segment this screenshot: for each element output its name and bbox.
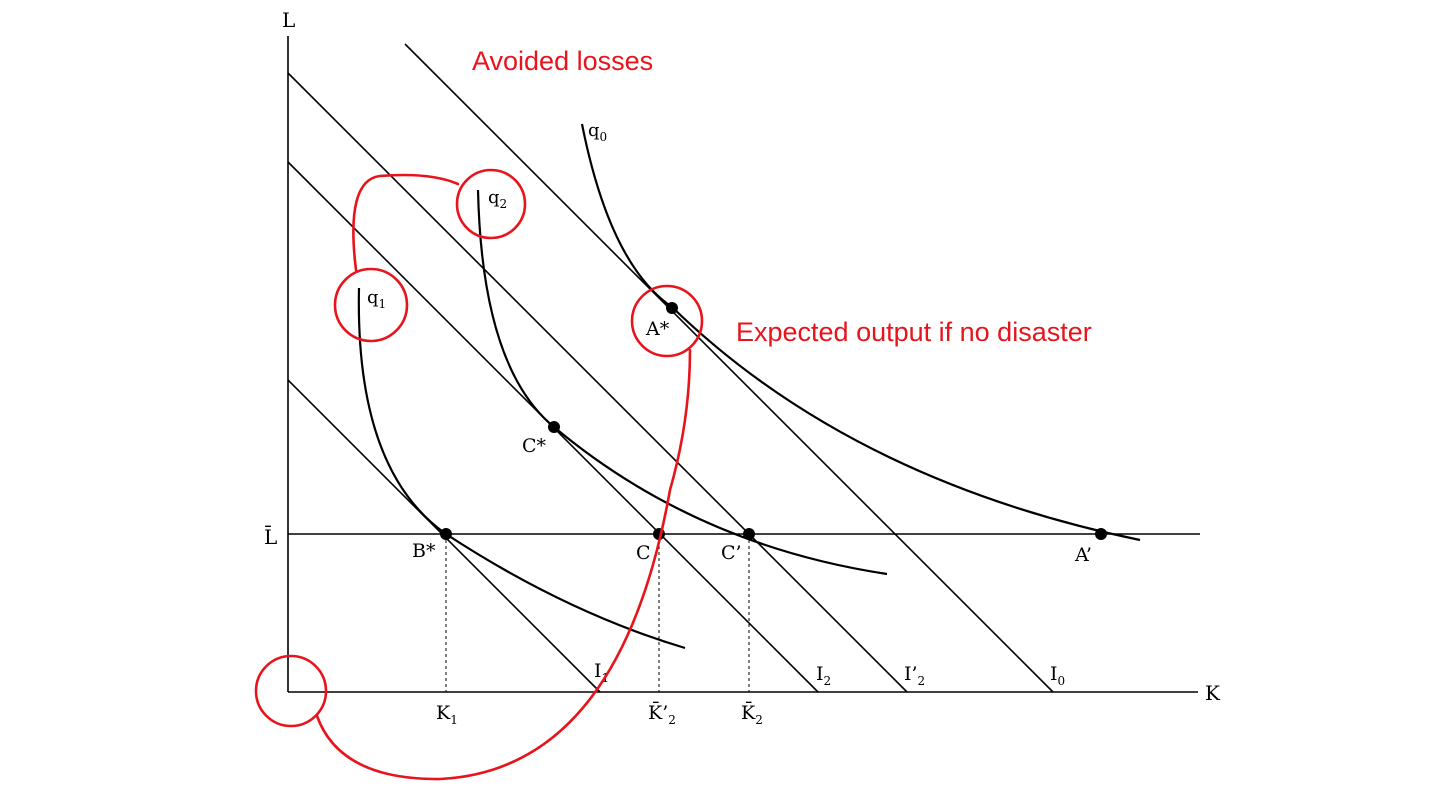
point-b-star bbox=[440, 528, 452, 540]
q2-label: q2 bbox=[488, 187, 507, 211]
l-bar-label: L̄ bbox=[264, 524, 277, 549]
x-axis-label: K bbox=[1205, 681, 1221, 705]
point-a-star bbox=[666, 302, 678, 314]
circle-a-star bbox=[630, 284, 704, 358]
y-axis-label: L bbox=[282, 8, 295, 32]
a-star-label: A* bbox=[645, 318, 670, 340]
k2-label: K̄2 bbox=[741, 701, 763, 727]
k1-label: K1 bbox=[436, 702, 458, 727]
c-label: C bbox=[636, 542, 651, 564]
circle-q2 bbox=[455, 168, 527, 240]
i2-prime-label: I’2 bbox=[904, 663, 925, 688]
a-prime-label: A’ bbox=[1074, 544, 1092, 566]
k2-prime-label: K̄’2 bbox=[648, 701, 676, 727]
circle-origin bbox=[254, 654, 328, 728]
red-annotations bbox=[254, 168, 704, 781]
point-a-prime bbox=[1095, 528, 1107, 540]
b-star-label: B* bbox=[412, 540, 436, 562]
circle-q1 bbox=[333, 267, 409, 343]
point-c-prime bbox=[743, 528, 755, 540]
c-star-label: C* bbox=[522, 435, 547, 457]
c-prime-label: C’ bbox=[721, 542, 742, 564]
q0-label: q0 bbox=[588, 120, 607, 144]
point-c-star bbox=[548, 421, 560, 433]
q1-label: q1 bbox=[367, 287, 386, 311]
expected-output-label: Expected output if no disaster bbox=[736, 317, 1092, 347]
i2-label: I2 bbox=[816, 663, 831, 688]
isocost-i2-prime bbox=[287, 72, 908, 693]
isoquant-q0 bbox=[580, 123, 1141, 542]
connector-q1-q2 bbox=[352, 173, 460, 272]
i0-label: I0 bbox=[1050, 663, 1065, 688]
connector-origin-a-star bbox=[315, 348, 692, 781]
isocost-i0 bbox=[404, 43, 1054, 693]
isoquant-q2 bbox=[476, 189, 888, 576]
isoquant-q1 bbox=[357, 287, 686, 650]
avoided-losses-label: Avoided losses bbox=[472, 46, 653, 76]
